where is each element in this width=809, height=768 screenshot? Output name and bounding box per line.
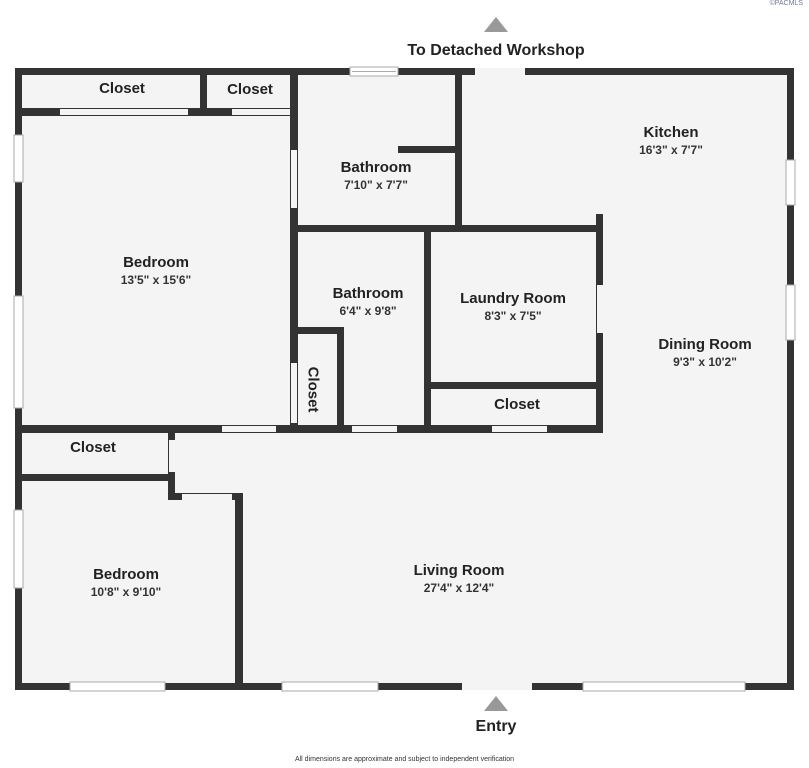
room-name: Laundry Room	[460, 290, 566, 307]
room-label-closet-vertical: Closet	[304, 366, 322, 413]
floor-area	[18, 72, 790, 686]
disclaimer-text: All dimensions are approximate and subje…	[294, 756, 515, 763]
room-label-bathroom-upper: Bathroom 7'10" x 7'7"	[341, 159, 412, 193]
room-dimensions: 8'3" x 7'5"	[484, 309, 542, 323]
room-name: Bathroom	[332, 285, 404, 302]
room-dimensions: 7'10" x 7'7"	[344, 178, 408, 192]
watermark-logo: ©PACMLS	[769, 0, 803, 7]
room-name: Living Room	[413, 562, 505, 579]
entry-arrow-icon	[484, 696, 508, 711]
workshop-label: To Detached Workshop	[407, 42, 585, 59]
room-label-bathroom-lower: Bathroom 6'4" x 9'8"	[333, 285, 404, 319]
room-label-living: Living Room 27'4" x 12'4"	[414, 562, 505, 596]
room-dimensions: 6'4" x 9'8"	[339, 304, 397, 318]
room-label-closet-top-mid: Closet	[227, 81, 273, 99]
room-name: Bathroom	[340, 159, 412, 176]
openings	[13, 66, 796, 692]
room-name: Closet	[99, 80, 145, 97]
room-label-bedroom-2: Bedroom 10'8" x 9'10"	[91, 566, 161, 600]
room-name: Kitchen	[643, 124, 699, 141]
room-dimensions: 27'4" x 12'4"	[423, 581, 495, 595]
room-dimensions: 10'8" x 9'10"	[90, 585, 162, 599]
entry-label: Entry	[475, 718, 517, 735]
room-name: Closet	[70, 439, 116, 456]
room-label-closet-top-left: Closet	[99, 80, 145, 98]
room-label-closet-left: Closet	[70, 439, 116, 457]
room-name: Closet	[494, 396, 540, 413]
room-label-bedroom-1: Bedroom 13'5" x 15'6"	[121, 254, 191, 288]
room-name: Dining Room	[658, 336, 752, 353]
room-name: Bedroom	[123, 254, 189, 271]
room-name: Closet	[227, 81, 273, 98]
room-label-laundry: Laundry Room 8'3" x 7'5"	[460, 290, 566, 324]
workshop-arrow-icon	[484, 17, 508, 32]
room-label-kitchen: Kitchen 16'3" x 7'7"	[639, 124, 703, 158]
room-label-dining: Dining Room 9'3" x 10'2"	[658, 336, 751, 370]
room-name: Bedroom	[93, 566, 159, 583]
room-dimensions: 9'3" x 10'2"	[673, 355, 737, 369]
room-dimensions: 16'3" x 7'7"	[639, 143, 703, 157]
room-label-closet-laundry: Closet	[494, 396, 540, 414]
room-dimensions: 13'5" x 15'6"	[120, 273, 192, 287]
